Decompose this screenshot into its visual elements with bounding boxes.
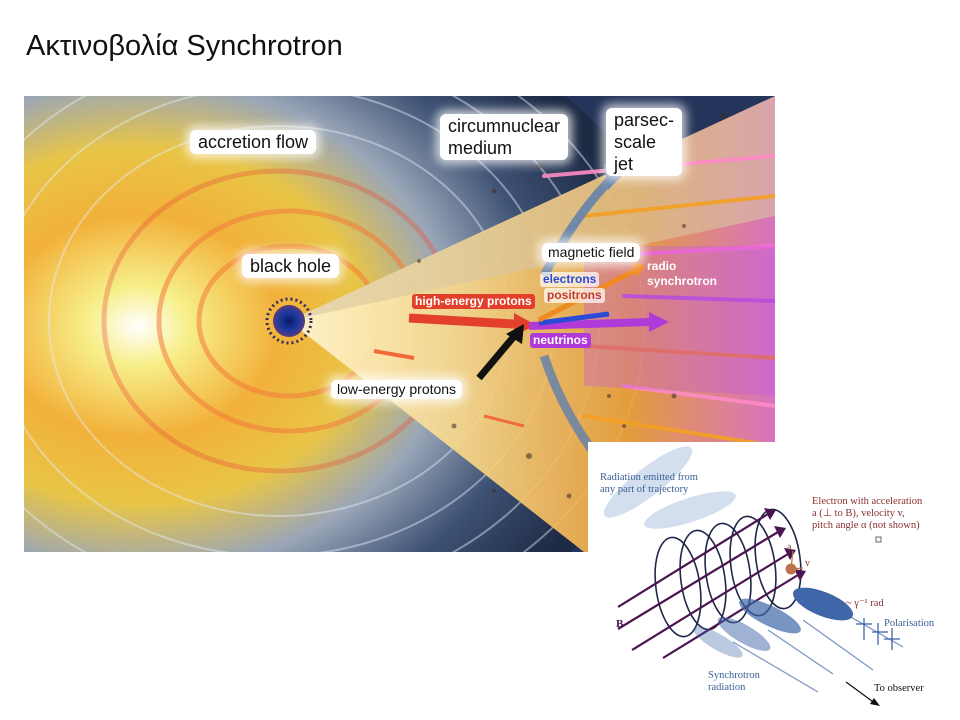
label-neutrinos: neutrinos (530, 333, 591, 348)
label-low-energy-protons: low-energy protons (331, 380, 463, 399)
label-velocity-v: v (805, 558, 810, 569)
label-circumnuclear-medium: circumnuclear medium (440, 114, 569, 160)
label-positrons: positrons (544, 288, 605, 303)
label-field-B: B (616, 618, 624, 630)
label-electrons: electrons (540, 272, 600, 287)
label-accretion-flow: accretion flow (190, 130, 317, 154)
label-gamma-rad: ~ γ⁻¹ rad (846, 598, 884, 609)
agn-jet-illustration: accretion flow circumnuclear medium pars… (24, 96, 775, 552)
label-to-observer: To observer (874, 683, 924, 694)
label-parsec-scale-jet: parsec- scale jet (606, 108, 683, 176)
label-acceleration-a: a (787, 542, 792, 553)
label-magnetic-field: magnetic field (542, 243, 641, 262)
label-polarisation: Polarisation (884, 618, 935, 629)
label-high-energy-protons: high-energy protons (412, 294, 535, 309)
label-radio-synchrotron: radio synchrotron (647, 259, 718, 288)
slide-title: Ακτινοβολία Synchrotron (26, 30, 343, 62)
label-black-hole: black hole (242, 254, 340, 278)
